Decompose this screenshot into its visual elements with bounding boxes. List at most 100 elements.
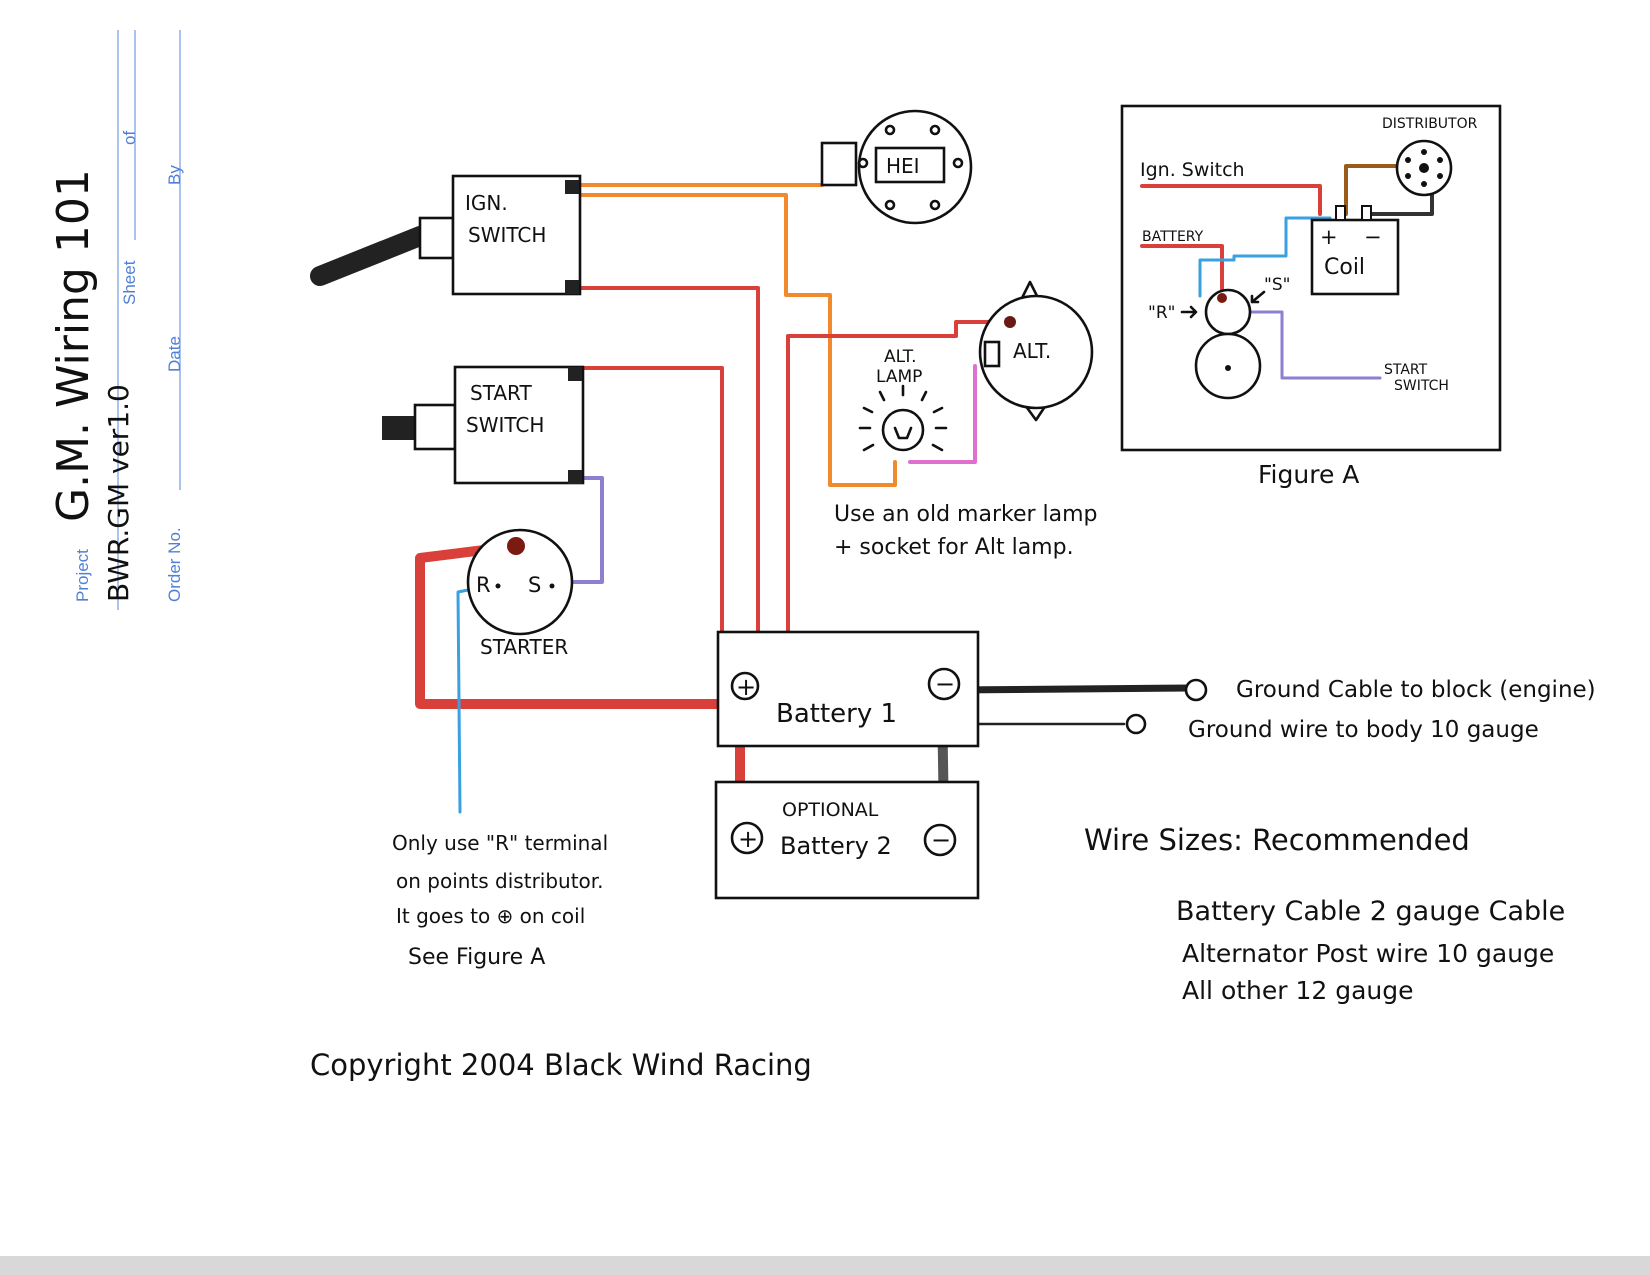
figure-a-distributor-post: [1421, 181, 1427, 187]
order-label: Order No.: [165, 527, 184, 602]
hei-post: [884, 124, 896, 136]
wire-sizes-title: Wire Sizes: Recommended: [1084, 823, 1470, 857]
figure-a-starter-center: [1225, 365, 1231, 371]
figure-a-starter-solenoid: [1204, 288, 1252, 336]
start-switch-label-1: START: [470, 381, 532, 405]
start-switch: START SWITCH: [382, 365, 585, 485]
wire-ign-to-lamp: [573, 193, 897, 487]
battery-2: + − OPTIONAL Battery 2: [714, 780, 980, 900]
wire-start-to-starter: [563, 476, 604, 584]
wire-alt-to-battery: [786, 320, 1010, 688]
figure-a-coil-post-pos: [1335, 205, 1346, 221]
figure-a-distributor-post: [1437, 157, 1443, 163]
figure-a-coil-label: Coil: [1324, 255, 1365, 280]
order-value: BWR.GM ver1.0: [102, 384, 135, 602]
scan-bottom-edge: [0, 1256, 1650, 1275]
battery-1-label: Battery 1: [776, 699, 897, 729]
ground-cable-note: Ground Cable to block (engine): [1236, 677, 1596, 703]
figure-a-distributor-post: [1405, 173, 1411, 179]
alternator: ALT.: [978, 280, 1094, 422]
hei-post: [884, 199, 896, 211]
project-value: G.M. Wiring 101: [48, 169, 99, 522]
alt-lamp-label-1: ALT.: [884, 347, 917, 367]
ground-wire-note: Ground wire to body 10 gauge: [1188, 717, 1539, 743]
start-switch-button: [382, 416, 420, 440]
start-switch-terminal-bottom: [568, 470, 582, 484]
ign-switch-barrel: [418, 216, 455, 260]
battery-1-negative-sign: −: [935, 670, 955, 698]
hei-post: [952, 157, 964, 169]
by-label: By: [165, 165, 184, 185]
figure-a-caption: Figure A: [1258, 460, 1359, 489]
figure-a-s-arrow: [1250, 290, 1266, 304]
alternator-post: [1004, 316, 1016, 328]
battery-2-label: Battery 2: [780, 832, 892, 860]
starter-r-dot: [495, 583, 501, 589]
copyright: Copyright 2004 Black Wind Racing: [310, 1048, 812, 1082]
figure-a-start-switch-1: START: [1384, 362, 1428, 378]
ign-switch-key: [310, 226, 430, 286]
battery-2-positive-terminal: [730, 821, 764, 855]
figure-a-wire-r: [1198, 216, 1332, 298]
figure-a: Figure A DISTRIBUTOR Ign. Switch BATTERY…: [1120, 104, 1502, 489]
figure-a-coil-plus: +: [1320, 225, 1338, 249]
hei-connector: [820, 141, 858, 187]
ground-wire-terminal: [1125, 713, 1147, 735]
figure-a-coil-post-neg: [1361, 205, 1372, 221]
figure-a-coil-minus: −: [1364, 225, 1382, 249]
alt-lamp: ALT. LAMP: [858, 347, 948, 452]
figure-a-distributor-center: [1419, 163, 1429, 173]
r-terminal-note-2: on points distributor.: [396, 869, 604, 893]
starter-s-dot: [549, 583, 555, 589]
alternator-label: ALT.: [1013, 339, 1051, 363]
figure-a-battery-label: BATTERY: [1142, 229, 1204, 245]
figure-a-r-arrow: [1180, 305, 1198, 319]
wire-lamp-to-alt: [908, 364, 977, 464]
battery-2-negative-terminal: [923, 823, 957, 857]
figure-a-wire-battery: [1140, 244, 1224, 298]
wire-sizes-all-other: All other 12 gauge: [1182, 976, 1414, 1005]
battery-1-negative-terminal: [927, 667, 961, 701]
figure-a-ign-switch-label: Ign. Switch: [1140, 159, 1245, 181]
starter-battery-post: [507, 537, 525, 555]
figure-a-wire-coil-dist: [1344, 164, 1400, 216]
marker-lamp-note-2: + socket for Alt lamp.: [834, 535, 1074, 560]
date-label: Date: [165, 336, 184, 372]
wire-ground-body: [958, 688, 1126, 726]
battery-1: + − Battery 1: [716, 630, 980, 748]
ign-switch-label-1: IGN.: [465, 191, 508, 215]
figure-a-distributor-post: [1437, 173, 1443, 179]
marker-lamp-note-1: Use an old marker lamp: [834, 502, 1098, 527]
figure-a-s-label: "S": [1264, 275, 1290, 295]
hei-post: [857, 157, 869, 169]
alternator-ear-bottom: [1023, 403, 1048, 422]
hei-label: HEI: [886, 154, 920, 178]
start-switch-terminal-top: [568, 367, 582, 381]
battery-2-negative-sign: −: [931, 826, 951, 854]
figure-a-distributor-label: DISTRIBUTOR: [1382, 116, 1478, 132]
wire-sizes-block: Wire Sizes: Recommended Battery Cable 2 …: [1084, 823, 1565, 1005]
battery-2-positive-sign: +: [738, 825, 758, 853]
figure-a-distributor-post: [1421, 149, 1427, 155]
figure-a-r-label: "R": [1148, 303, 1175, 323]
battery-1-positive-sign: +: [736, 673, 756, 701]
hei-label-box: [874, 146, 946, 184]
ign-switch-terminal-top: [565, 180, 579, 194]
alt-lamp-filament: [893, 426, 913, 440]
wire-sizes-alternator-post: Alternator Post wire 10 gauge: [1182, 939, 1554, 968]
form-header: Project Order No. Date Sheet of By G.M. …: [48, 30, 184, 610]
wire-start-to-battery: [580, 366, 724, 688]
ground-cable-terminal: [1184, 678, 1208, 702]
starter-r-label: R: [476, 573, 491, 597]
starter-label: STARTER: [480, 635, 568, 659]
ign-switch: IGN. SWITCH: [310, 174, 582, 296]
figure-a-starter-post: [1217, 293, 1227, 303]
r-terminal-note-3: It goes to ⊕ on coil: [396, 904, 585, 928]
start-switch-barrel: [413, 403, 457, 451]
wire-ground-cable: [940, 682, 1194, 694]
start-switch-label-2: SWITCH: [466, 413, 544, 437]
alt-lamp-rays: [858, 384, 948, 452]
alternator-plug: [983, 340, 1001, 368]
figure-a-wire-s: [1246, 310, 1382, 380]
